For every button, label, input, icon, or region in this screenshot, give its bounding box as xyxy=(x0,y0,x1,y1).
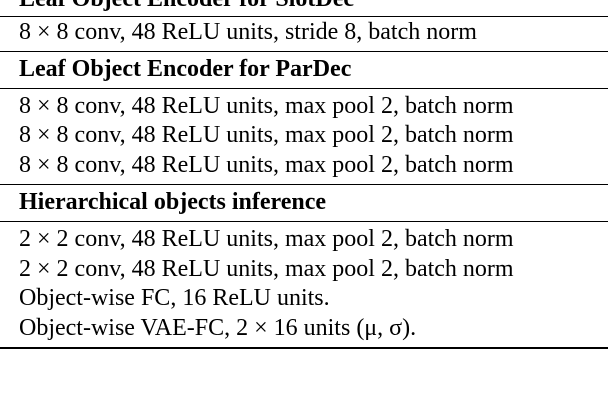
layer-row: 8 × 8 conv, 48 ReLU units, max pool 2, b… xyxy=(19,122,514,148)
layer-row: 8 × 8 conv, 48 ReLU units, max pool 2, b… xyxy=(19,92,514,119)
section-body-slotdec: 8 × 8 conv, 48 ReLU units, stride 8, bat… xyxy=(0,17,608,51)
layer-row: 8 × 8 conv, 48 ReLU units, max pool 2, b… xyxy=(19,151,514,178)
layer-row: Object-wise FC, 16 ReLU units. xyxy=(19,285,330,311)
bottom-rule xyxy=(0,347,608,349)
section-rule xyxy=(0,50,608,52)
section-rule xyxy=(0,87,608,89)
section-rule xyxy=(0,221,608,222)
section-body-pardec: 8 × 8 conv, 48 ReLU units, max pool 2, b… xyxy=(0,89,608,185)
layer-row: 2 × 2 conv, 48 ReLU units, max pool 2, b… xyxy=(19,226,514,252)
section-body-hierarchical: 2 × 2 conv, 48 ReLU units, max pool 2, b… xyxy=(0,222,608,347)
section-header-hierarchical: Hierarchical objects inference xyxy=(19,189,327,215)
section-rule xyxy=(0,16,608,17)
section-rule xyxy=(0,184,608,185)
architecture-table: Leaf Object Encoder for SlotDec 8 × 8 co… xyxy=(0,0,608,349)
layer-row: Object-wise VAE-FC, 2 × 16 units (μ, σ). xyxy=(19,314,417,341)
layer-row: 8 × 8 conv, 48 ReLU units, stride 8, bat… xyxy=(19,19,477,45)
section-header-slotdec: Leaf Object Encoder for SlotDec xyxy=(0,0,608,14)
section-header-pardec: Leaf Object Encoder for ParDec xyxy=(19,55,352,82)
layer-row: 2 × 2 conv, 48 ReLU units, max pool 2, b… xyxy=(19,255,514,282)
